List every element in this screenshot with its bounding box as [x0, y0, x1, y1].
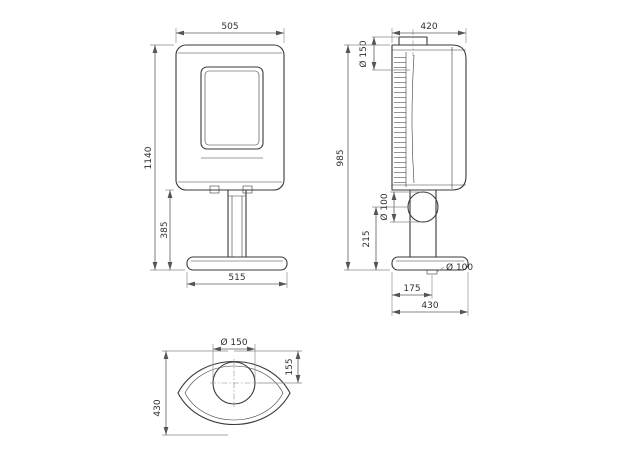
pedestal-front — [227, 189, 247, 258]
latch-left — [209, 185, 220, 194]
dim-flue-height: 985 — [336, 149, 346, 166]
stove-body-side — [391, 44, 467, 191]
pedestal-side — [409, 189, 437, 258]
dim-front-width: 505 — [221, 22, 238, 32]
dim-base-width: 515 — [228, 273, 245, 283]
top-view — [177, 359, 291, 425]
front-view — [175, 44, 288, 271]
door-window-inner — [204, 70, 260, 146]
base-front — [186, 256, 288, 271]
stove-body-front — [175, 44, 285, 191]
dim-flue-diameter: Ø 150 — [358, 40, 369, 67]
convection-grille-hatching — [394, 53, 406, 185]
door-glass-curve — [411, 54, 415, 184]
dim-flue-offset: 155 — [285, 358, 295, 375]
rear-outlet-circle — [407, 191, 439, 223]
side-view — [391, 29, 469, 275]
dim-pedestal-height: 385 — [160, 221, 170, 238]
top-outline — [177, 361, 291, 425]
door-window-outer — [200, 66, 264, 150]
leader-line — [436, 266, 445, 273]
dim-top-flue-diameter: Ø 150 — [220, 337, 247, 348]
floor-outlet — [426, 269, 438, 275]
dim-base-depth: 430 — [421, 301, 438, 311]
front-view-dimensions: 505 1140 385 515 — [144, 22, 288, 288]
top-view-dimensions: Ø 150 155 430 — [153, 337, 302, 436]
side-view-dimensions: 420 Ø 150 985 Ø 100 215 Ø 100 175 430 — [336, 22, 473, 316]
dim-rear-outlet-height: 215 — [362, 230, 372, 247]
dim-floor-outlet-diameter: Ø 100 — [446, 262, 473, 273]
top-inner-wall — [184, 365, 284, 421]
dim-depth: 420 — [420, 22, 437, 32]
dim-front-height: 1140 — [144, 146, 154, 169]
dim-floor-outlet-offset: 175 — [403, 284, 420, 294]
latch-right — [242, 185, 253, 194]
dim-top-depth: 430 — [153, 399, 163, 416]
